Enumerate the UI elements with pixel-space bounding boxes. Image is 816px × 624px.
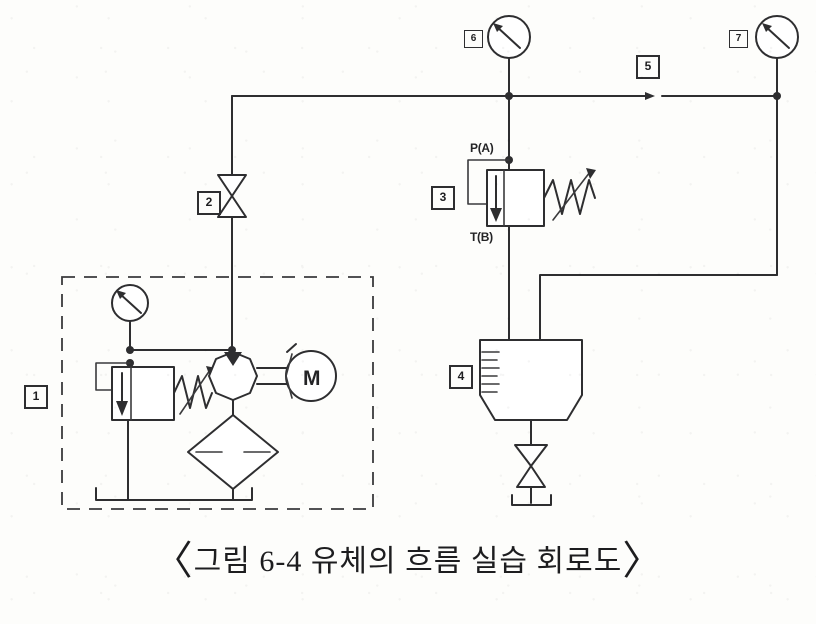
power-unit-enclosure xyxy=(61,276,374,510)
measuring-vessel-body xyxy=(479,339,583,421)
pipe-flow-arrow xyxy=(645,92,655,100)
gauge-needle-left xyxy=(495,25,521,49)
gauge-needle-right xyxy=(764,25,790,49)
measuring-vessel-symbol xyxy=(479,339,583,506)
reservoir-tank-symbol xyxy=(95,487,253,501)
tag-power-unit: 1 xyxy=(24,385,48,409)
drain-valve-lower-triangle xyxy=(516,465,546,488)
tag-gauge-left: 6 xyxy=(464,30,483,48)
power-unit-dashed-box xyxy=(61,276,374,510)
power-unit-gauge-needle xyxy=(118,292,142,314)
shutoff-valve-upper-triangle xyxy=(217,174,247,197)
shutoff-valve-lower-triangle xyxy=(217,195,247,218)
power-unit-internals xyxy=(95,284,337,501)
relief-valve-adjuster xyxy=(552,171,591,221)
pressure-gauge-right xyxy=(755,15,799,59)
shutoff-valve-symbol xyxy=(217,174,247,218)
relief-valve-port-p-label: P(A) xyxy=(470,141,494,155)
figure-caption: 〈그림 6-4 유체의 흐름 실습 회로도〉 xyxy=(0,528,816,586)
junction-center-top xyxy=(505,92,513,100)
gauge-needle-tip-right xyxy=(762,23,772,32)
tag-shutoff-valve: 2 xyxy=(197,191,221,215)
caption-close-bracket: 〉 xyxy=(622,538,664,583)
relief-valve-port-t-label: T(B) xyxy=(470,230,493,244)
drain-valve-upper-triangle xyxy=(514,444,548,467)
tag-relief-valve: 3 xyxy=(431,186,455,210)
tag-gauge-right: 7 xyxy=(729,30,748,48)
motor-letter-label: M xyxy=(303,367,321,390)
pu-relief-pilot-line xyxy=(95,362,131,391)
tag-measuring-vessel: 4 xyxy=(449,365,473,389)
pu-relief-adjuster xyxy=(179,369,211,415)
motor-arc-left xyxy=(285,353,293,399)
motor-tick xyxy=(286,343,297,353)
relief-valve-flow-arrow-head xyxy=(490,208,502,222)
power-unit-gauge-needle-tip xyxy=(116,290,126,299)
caption-open-bracket: 〈 xyxy=(152,538,194,583)
caption-text: 그림 6-4 유체의 흐름 실습 회로도 xyxy=(193,545,623,578)
pump-flow-direction-triangle xyxy=(224,352,242,366)
relief-valve-pilot-line xyxy=(467,159,510,205)
tank-symbol-outlet xyxy=(511,494,552,506)
gauge-needle-tip-left xyxy=(493,23,503,32)
tag-line-break: 5 xyxy=(636,55,660,79)
pu-relief-arrow-head xyxy=(116,401,128,416)
relief-valve-adjuster-arrowhead xyxy=(586,168,596,179)
pressure-gauge-left xyxy=(487,15,531,59)
junction-right-top xyxy=(773,92,781,100)
pipe-return-line xyxy=(539,274,778,341)
pu-relief-valve-spring xyxy=(173,375,213,409)
relief-valve-spring xyxy=(543,179,596,215)
relief-valve-symbol xyxy=(467,159,596,227)
